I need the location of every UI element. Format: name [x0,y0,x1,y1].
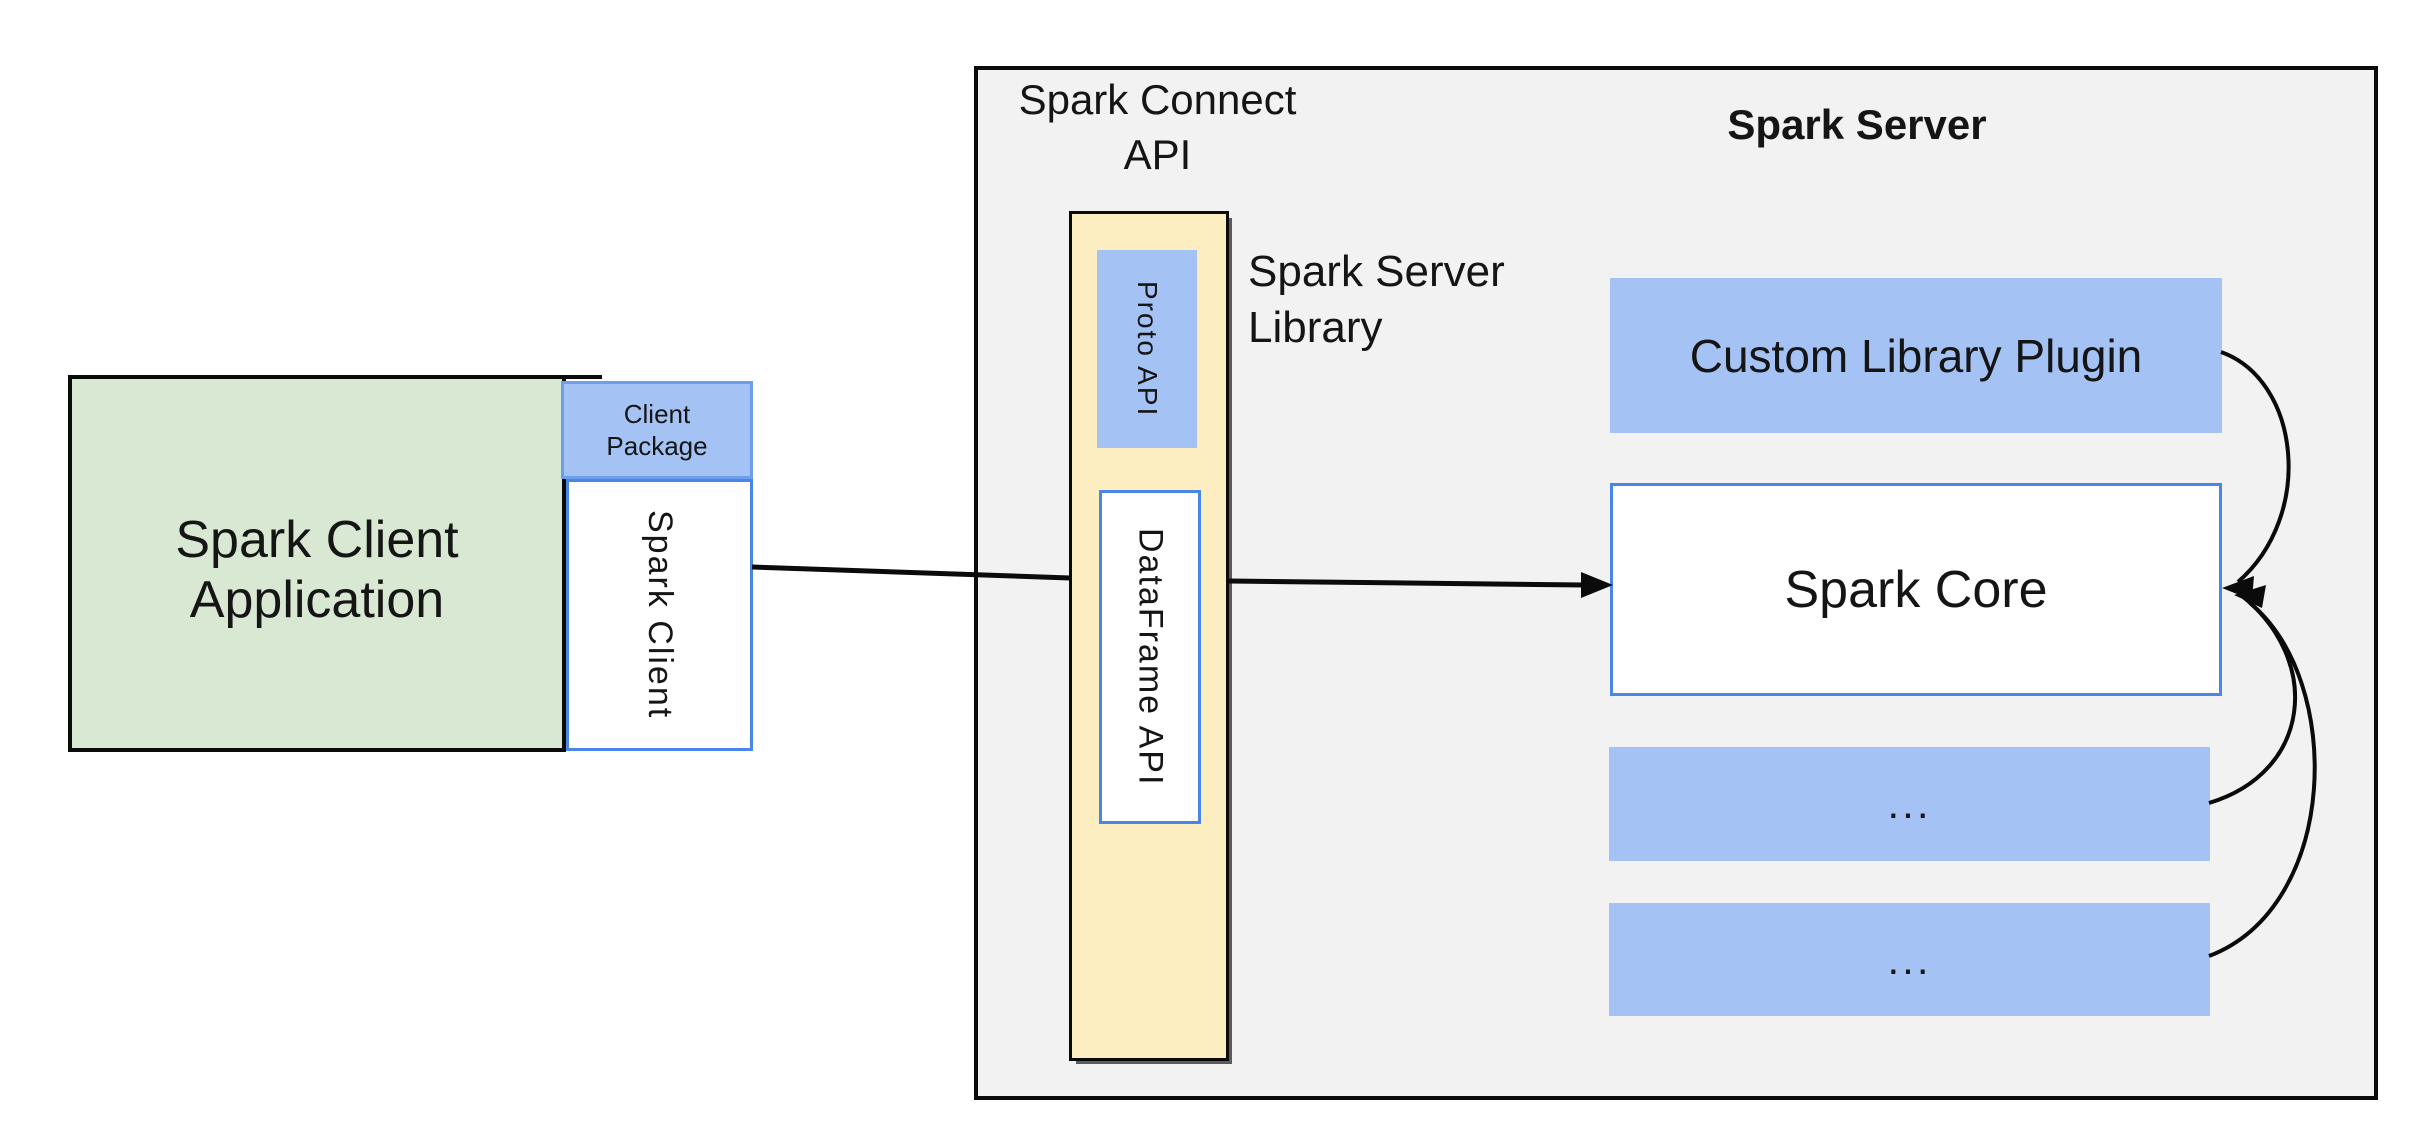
green-box-border-overshoot [560,375,602,379]
server-placeholder-box-2: ... [1609,903,2210,1016]
client-package-box: Client Package [561,381,753,479]
proto-api-box: Proto API [1097,250,1197,448]
dataframe-api-box: DataFrame API [1099,490,1201,824]
spark-server-title: Spark Server [1727,101,1987,148]
spark-client-box: Spark Client [566,479,753,751]
custom-library-plugin-box: Custom Library Plugin [1610,278,2222,433]
spark-client-application-box: Spark Client Application [68,375,566,752]
client-package-label: Client Package [606,398,708,462]
spark-connect-api-title: Spark Connect API [1018,76,1297,179]
spark-server-library-label: Spark Server Library [1248,247,1505,353]
server-placeholder-box-1: ... [1609,747,2210,861]
spark-core-box: Spark Core [1610,483,2222,696]
